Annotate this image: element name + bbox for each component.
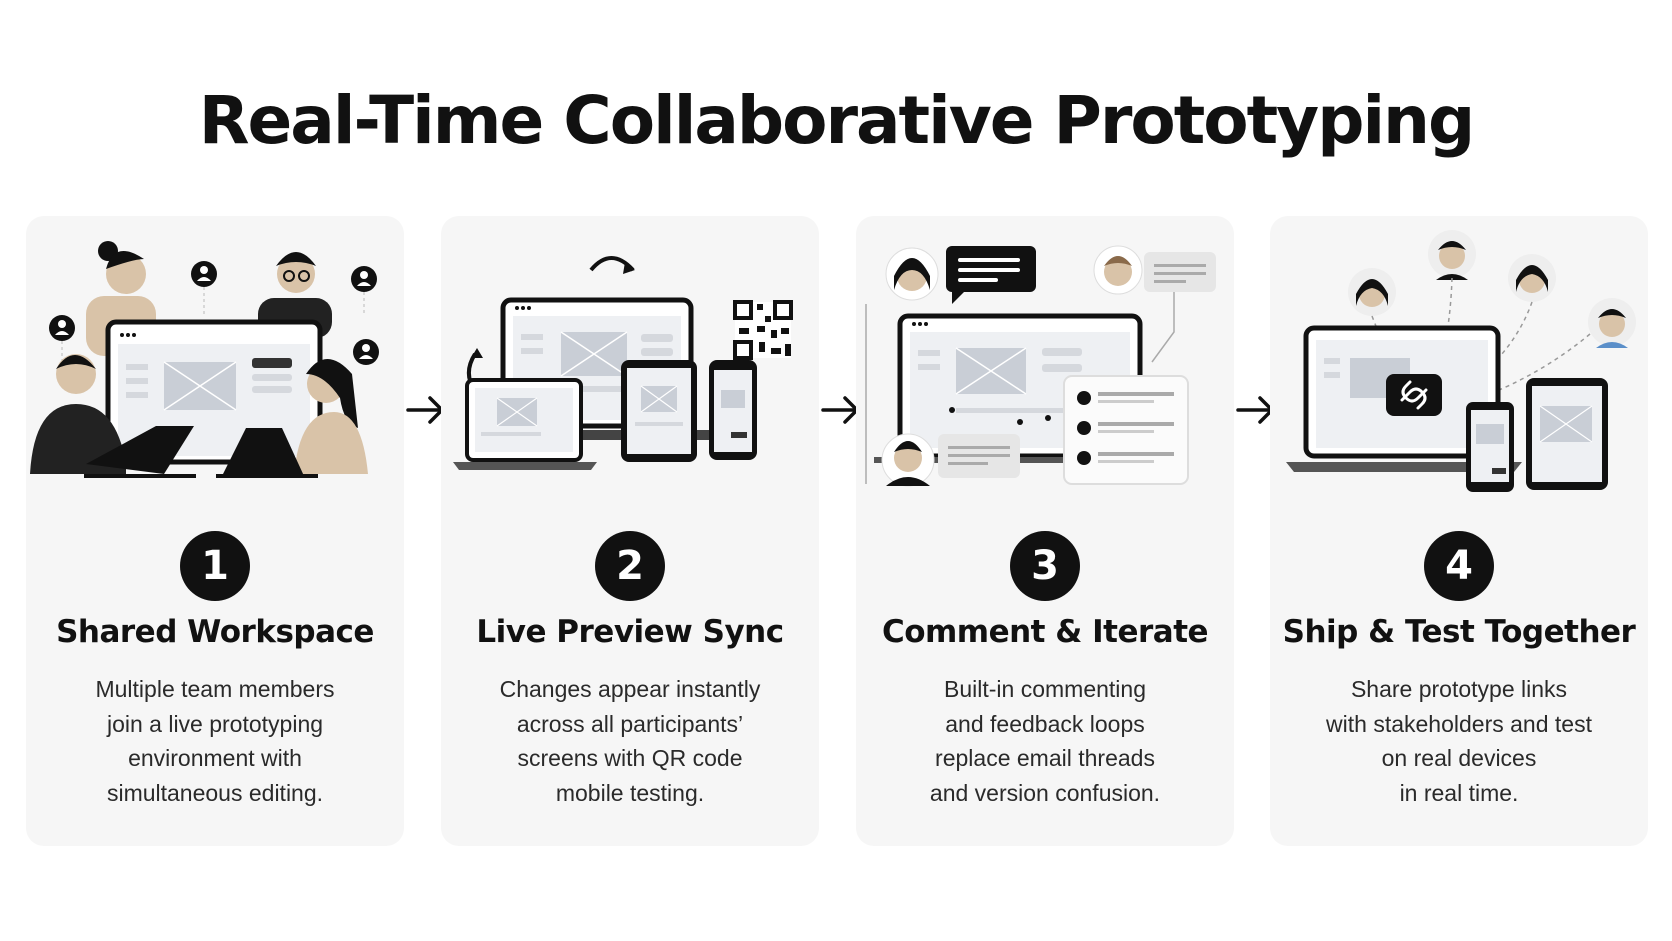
comment-iterate-illustration [865,245,1216,487]
step-number-badge: 2 [595,531,665,601]
step-number-badge: 3 [1010,531,1080,601]
step-card-1: 1 Shared Workspace Multiple team members… [26,216,404,846]
step-card-3: 3 Comment & Iterate Built-in commenting … [856,216,1234,846]
step-description: Built-in commenting and feedback loops r… [929,676,1161,806]
comment-panel [1063,375,1189,485]
step-title: Shared Workspace [56,614,374,650]
synced-devices-illustration [453,256,793,470]
step-description: Share prototype links with stakeholders … [1326,676,1592,806]
stakeholder-avatar [1348,230,1636,348]
comment-bubble-icon [1144,252,1216,292]
user-avatar-icon [49,261,379,365]
comment-bubble-icon [938,434,1020,478]
comment-bubble-icon [946,246,1036,304]
step-card-4: 4 Ship & Test Together Share prototype l… [1270,216,1648,846]
step-description: Multiple team members join a live protot… [95,676,335,806]
step-title: Live Preview Sync [476,614,784,650]
team-workspace-illustration [30,241,379,478]
step-card-2: 2 Live Preview Sync Changes appear insta… [441,216,819,846]
link-icon [1386,374,1442,416]
step-title: Comment & Iterate [881,614,1209,650]
share-link-illustration [1286,230,1636,492]
step-title: Ship & Test Together [1282,614,1636,650]
step-description: Changes appear instantly across all part… [499,676,761,806]
step-number-badge: 1 [180,531,250,601]
page-title: Real-Time Collaborative Prototyping [198,82,1476,159]
step-number-badge: 4 [1424,531,1494,601]
qr-code-icon [733,300,793,360]
